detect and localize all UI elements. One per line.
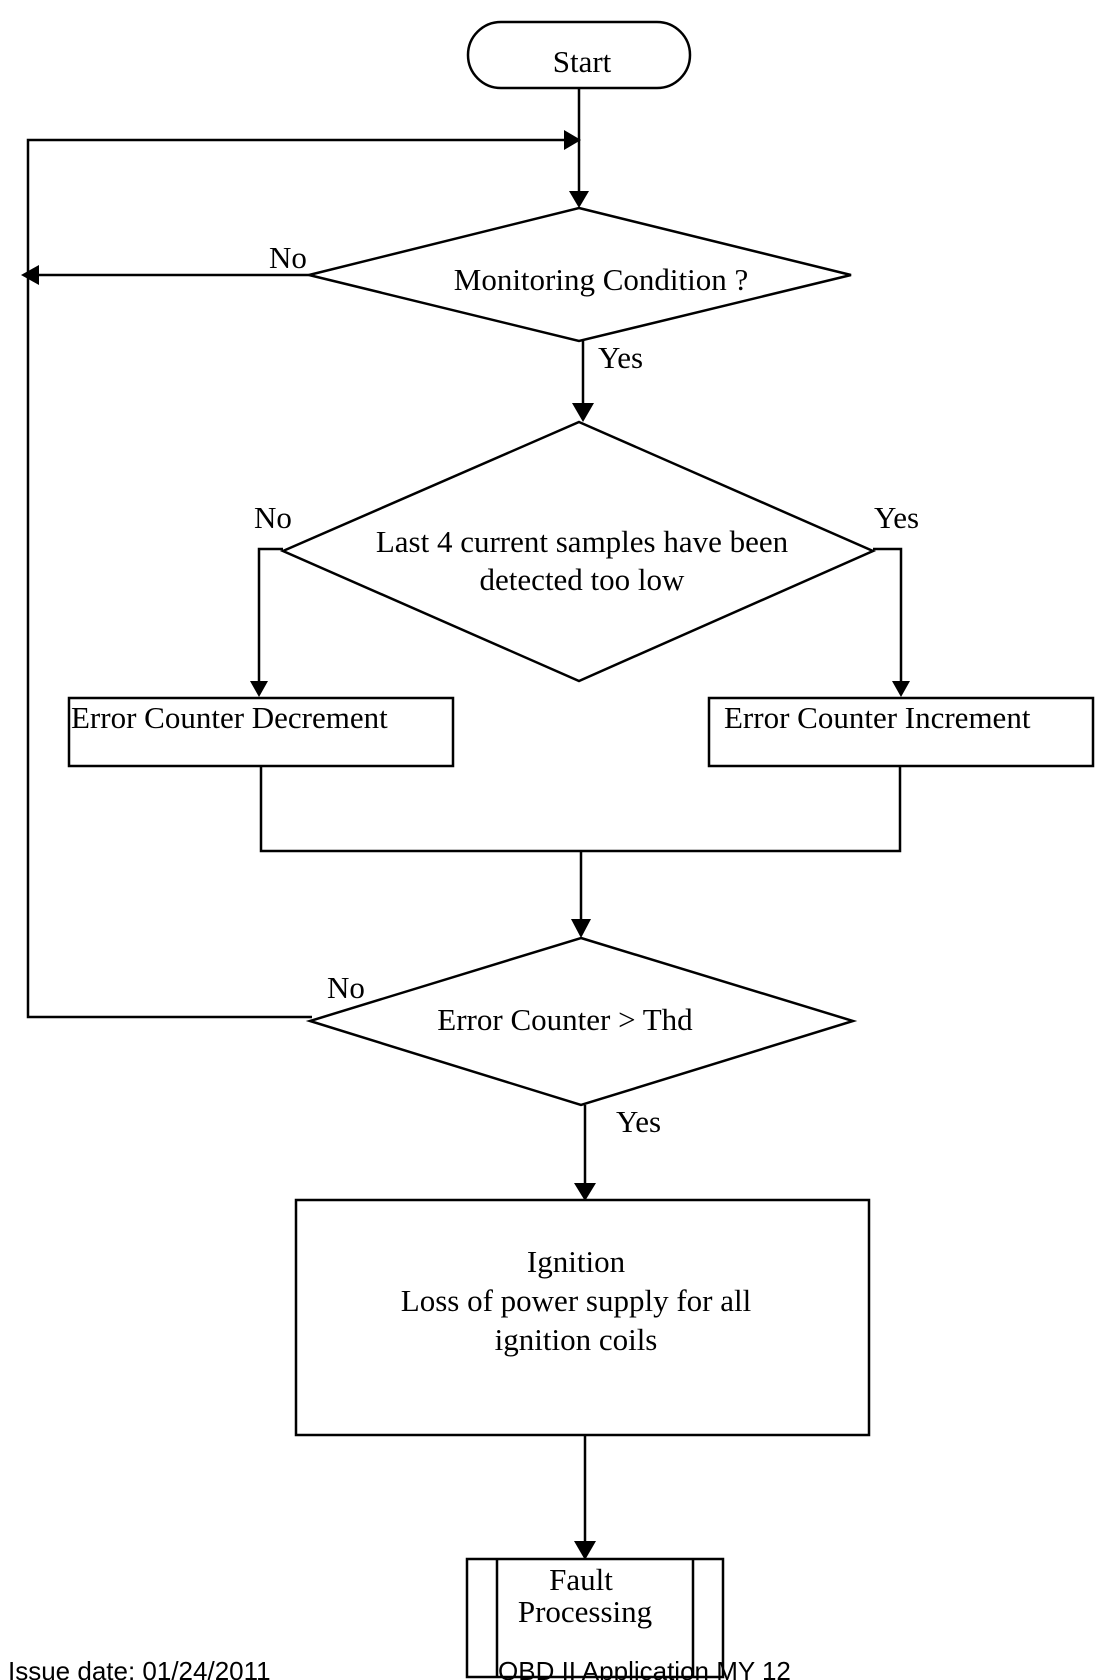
- label-samples-no: No: [254, 500, 292, 535]
- decision-threshold-label: Error Counter > Thd: [437, 1002, 693, 1037]
- label-monitoring-yes: Yes: [598, 340, 643, 375]
- decision-samples-label-line2: detected too low: [480, 562, 685, 597]
- process-increment: [707, 696, 1095, 768]
- process-fault-label-line1: Fault: [549, 1562, 613, 1597]
- process-ignition-label-line1: Ignition: [527, 1244, 626, 1279]
- process-increment-label: Error Counter Increment: [724, 700, 1031, 735]
- arrowhead-loop-back: [564, 130, 581, 150]
- arrowhead-threshold-in: [571, 919, 591, 938]
- decision-monitoring-label: Monitoring Condition ?: [454, 262, 749, 297]
- label-samples-yes: Yes: [874, 500, 919, 535]
- process-fault: [465, 1557, 725, 1679]
- arrowhead-samples-in: [572, 403, 594, 422]
- arrowhead-monitoring-no: [21, 265, 39, 285]
- process-fault-label-line2: Processing: [518, 1594, 652, 1629]
- edge-loop-back: [26, 138, 565, 1019]
- edge-merge: [259, 766, 902, 853]
- process-ignition-label-line2: Loss of power supply for all: [401, 1283, 751, 1318]
- arrowhead-fault-in: [574, 1541, 596, 1560]
- label-threshold-no: No: [327, 970, 365, 1005]
- arrowhead-decrement-in: [250, 681, 268, 697]
- decision-samples-label-line1: Last 4 current samples have been: [376, 524, 789, 559]
- footer-document: OBD II Application MY 12: [498, 1656, 791, 1680]
- edge-samples-no: [257, 547, 283, 682]
- decision-threshold: [305, 936, 858, 1107]
- label-threshold-yes: Yes: [616, 1104, 661, 1139]
- process-decrement: [67, 696, 455, 768]
- process-decrement-label: Error Counter Decrement: [71, 700, 388, 735]
- process-ignition-label-line3: ignition coils: [495, 1322, 658, 1357]
- footer-issue-date: Issue date: 01/24/2011: [8, 1656, 271, 1680]
- start-label: Start: [553, 44, 612, 79]
- edge-samples-yes: [873, 547, 903, 682]
- arrowhead-increment-in: [892, 681, 910, 697]
- decision-monitoring: [308, 206, 852, 343]
- decision-samples: [279, 420, 877, 683]
- arrowhead-monitoring-in: [569, 191, 589, 208]
- process-ignition: [294, 1198, 871, 1437]
- arrowhead-ignition-in: [574, 1183, 596, 1201]
- label-monitoring-no: No: [269, 240, 307, 275]
